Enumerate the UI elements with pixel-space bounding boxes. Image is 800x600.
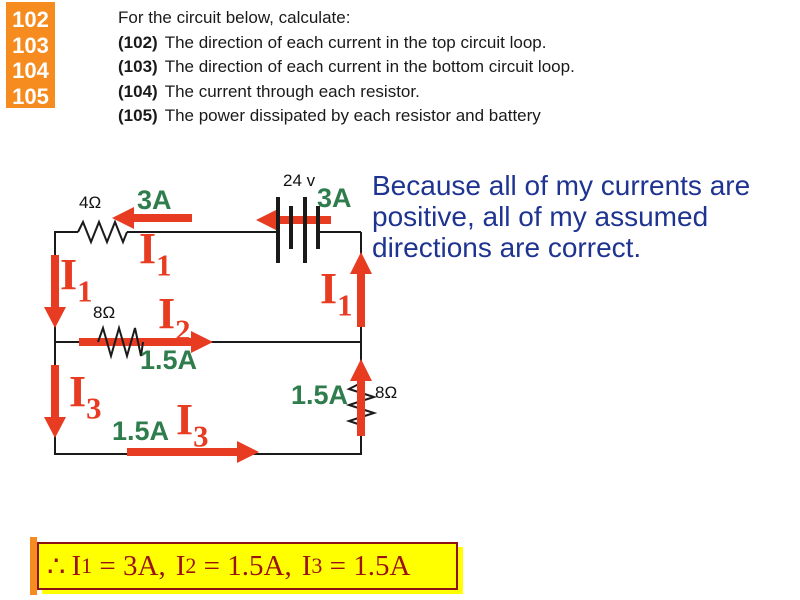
current-arrow-i1-right-up bbox=[350, 252, 372, 327]
conclusion-i3-value: = 1.5A bbox=[322, 549, 411, 582]
resistor-label-8ohm-middle: 8Ω bbox=[93, 303, 116, 322]
current-label-i1: I1 bbox=[60, 250, 93, 309]
resistor-4ohm bbox=[77, 219, 128, 245]
conclusion-i1: I bbox=[71, 549, 82, 582]
resistor-label-8ohm-right: 8Ω bbox=[375, 383, 398, 402]
note-line: positive, all of my assumed bbox=[372, 201, 709, 232]
problem-item-number: (105) bbox=[118, 106, 158, 126]
problem-item: (103) The direction of each current in th… bbox=[118, 55, 575, 80]
current-value-1p5a-right: 1.5A bbox=[291, 380, 349, 410]
resistor-8ohm-middle bbox=[97, 324, 144, 360]
conclusion-accent-bar bbox=[30, 537, 37, 595]
problem-item-number: (104) bbox=[118, 81, 158, 101]
battery-label-24v: 24 v bbox=[283, 171, 316, 190]
problem-statement: For the circuit below, calculate: (102) T… bbox=[118, 6, 575, 129]
current-arrows bbox=[44, 207, 372, 463]
battery-icon bbox=[276, 197, 320, 263]
current-label-i2: I2 bbox=[158, 289, 191, 348]
problem-item-number: (103) bbox=[118, 57, 158, 77]
problem-item-number: (102) bbox=[118, 32, 158, 52]
note-text: Because all of my currents are positive,… bbox=[372, 170, 750, 263]
problem-item-text: The current through each resistor. bbox=[164, 81, 420, 101]
current-arrow-i3-bottom bbox=[127, 441, 259, 463]
note-line: directions are correct. bbox=[372, 232, 642, 263]
current-label-i3: I3 bbox=[69, 367, 102, 426]
problem-item: (105) The power dissipated by each resist… bbox=[118, 104, 575, 129]
problem-item: (102) The direction of each current in th… bbox=[118, 31, 575, 56]
problem-title: For the circuit below, calculate: bbox=[118, 8, 351, 27]
note-line: Because all of my currents are bbox=[372, 170, 751, 201]
conclusion-i2-value: = 1.5A, bbox=[196, 549, 292, 582]
problem-number-box: 102 103 104 105 bbox=[6, 2, 55, 109]
current-value-3a-battery: 3A bbox=[317, 183, 352, 213]
current-label-i3: I3 bbox=[176, 395, 209, 454]
resistor-label-4ohm: 4Ω bbox=[79, 193, 102, 212]
problem-item-text: The power dissipated by each resistor an… bbox=[164, 106, 541, 126]
conclusion-i2: I bbox=[175, 549, 186, 582]
problem-item-text: The direction of each current in the bot… bbox=[164, 57, 575, 77]
therefore-symbol: ∴ bbox=[47, 550, 66, 583]
problem-number: 102 bbox=[12, 7, 49, 32]
current-arrow-i3-left-down bbox=[44, 365, 66, 438]
current-label-i1: I1 bbox=[139, 224, 172, 283]
current-value-1p5a-middle: 1.5A bbox=[140, 345, 198, 375]
current-arrow-right-lower-up bbox=[350, 359, 372, 436]
problem-number: 105 bbox=[12, 83, 49, 109]
current-value-3a-top: 3A bbox=[137, 185, 172, 215]
resistor-8ohm-right bbox=[345, 382, 378, 426]
problem-number: 103 bbox=[12, 32, 49, 58]
conclusion-i3: I bbox=[301, 549, 312, 582]
problem-item-text: The direction of each current in the top… bbox=[164, 32, 547, 52]
current-label-i1: I1 bbox=[320, 264, 353, 323]
current-value-1p5a-bottom: 1.5A bbox=[112, 416, 170, 446]
current-arrow-i1-top bbox=[112, 207, 192, 229]
problem-item: (104) The current through each resistor. bbox=[118, 80, 575, 105]
current-arrow-i1-left-down bbox=[44, 255, 66, 328]
current-arrow-i2-middle bbox=[79, 331, 213, 353]
problem-number: 104 bbox=[12, 58, 49, 83]
conclusion-i1-value: = 3A, bbox=[92, 549, 166, 582]
